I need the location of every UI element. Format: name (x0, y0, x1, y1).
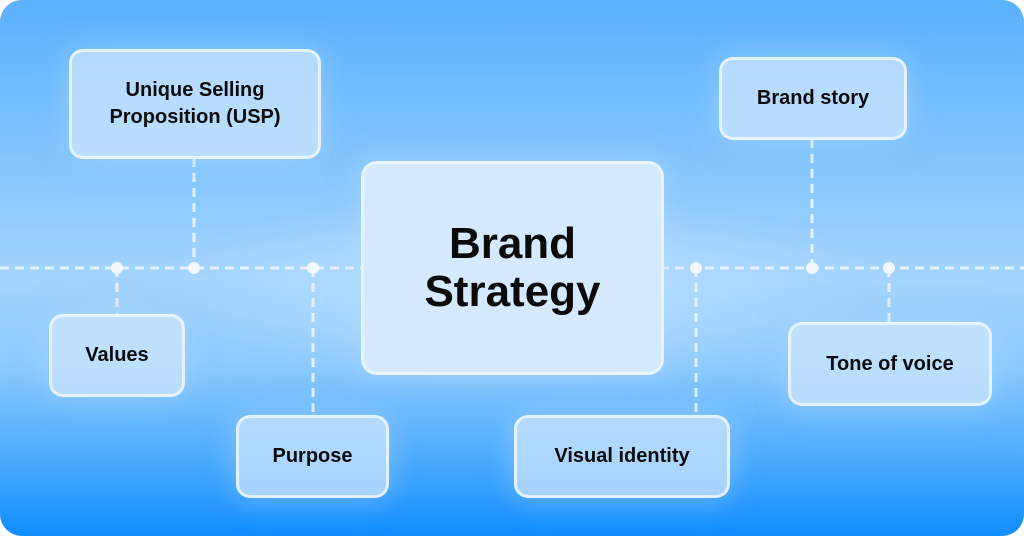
node-usp: Unique Selling Proposition (USP) (69, 49, 321, 159)
node-dot (111, 262, 123, 274)
node-label: Brand story (756, 87, 870, 109)
node-brand-story: Brand story (719, 57, 907, 140)
node-dot (307, 262, 319, 274)
node-label: Unique Selling Proposition (USP) (109, 79, 281, 128)
node-values: Values (49, 314, 185, 397)
center-title: Brand Strategy (424, 219, 601, 316)
node-label: Tone of voice (826, 352, 954, 375)
node-dot (690, 262, 702, 274)
node-dot (806, 262, 818, 274)
node-label: Values (85, 344, 149, 366)
node-label: Visual identity (554, 445, 690, 467)
node-brand-strategy: Brand Strategy (361, 161, 664, 375)
node-label: Purpose (272, 445, 353, 467)
node-dot (883, 262, 895, 274)
node-tone-of-voice: Tone of voice (788, 322, 992, 406)
node-purpose: Purpose (236, 415, 389, 498)
node-dot (188, 262, 200, 274)
node-visual-identity: Visual identity (514, 415, 730, 498)
